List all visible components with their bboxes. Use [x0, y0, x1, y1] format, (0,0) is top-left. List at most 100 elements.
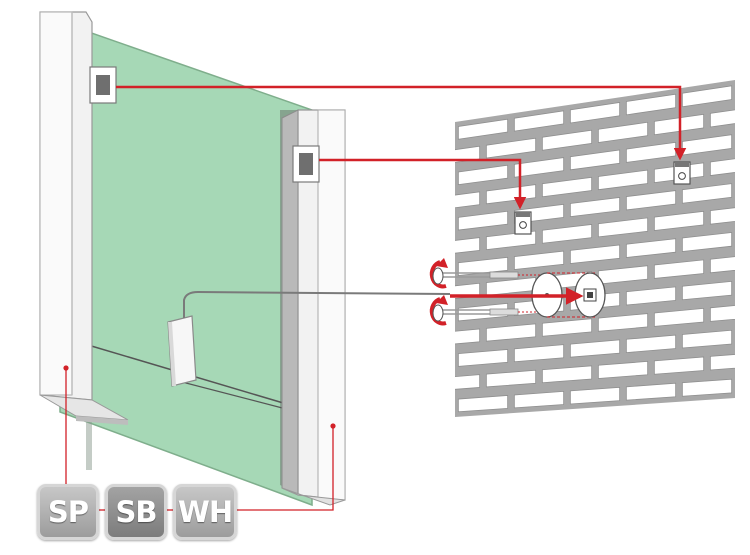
wall-bracket-icon [514, 211, 532, 235]
brick [455, 145, 481, 167]
brick [738, 276, 750, 295]
arrow-right-bracket [319, 158, 527, 210]
brick [457, 395, 509, 413]
brick [625, 93, 677, 116]
right-frame-post [281, 109, 346, 506]
brick [541, 129, 593, 151]
badge-sp-label: SP [47, 495, 89, 529]
brick [709, 155, 735, 177]
brick [653, 307, 705, 327]
brick [541, 318, 593, 337]
badge-sb: SB [105, 484, 167, 540]
rotate-arrow-icon [429, 295, 448, 326]
rotate-arrow-icon [429, 258, 448, 289]
brick-wall [402, 78, 750, 417]
brick [541, 365, 593, 384]
brick [738, 177, 750, 197]
brick [653, 356, 705, 375]
brick [625, 334, 677, 354]
wall-bracket-icon [673, 161, 691, 185]
panel-bracket-right [292, 145, 320, 183]
brick [513, 344, 565, 363]
brick [402, 218, 451, 237]
brick [597, 169, 649, 191]
screw-anchor-icon [436, 308, 545, 316]
brick [738, 375, 750, 392]
brick [455, 191, 481, 212]
brick [402, 127, 451, 147]
brick [457, 348, 509, 367]
brick [709, 204, 735, 225]
badge-sp: SP [37, 484, 99, 540]
brick [485, 323, 537, 342]
brick [485, 230, 537, 251]
brick [485, 276, 537, 296]
power-supply-box [167, 290, 451, 387]
brick [513, 157, 565, 178]
brick [625, 382, 677, 401]
brick [569, 386, 621, 405]
brick [455, 237, 481, 257]
brick [457, 210, 509, 231]
line-to-badges-right [237, 428, 334, 511]
mounting-disc-icon [574, 272, 606, 318]
brick [541, 224, 593, 244]
brick [597, 121, 649, 143]
brick [625, 238, 677, 258]
brick [569, 244, 621, 264]
badge-wh: WH [173, 484, 237, 540]
brick [681, 378, 733, 397]
brick [513, 250, 565, 270]
brick [597, 265, 649, 285]
brick [402, 173, 451, 192]
brick [597, 360, 649, 379]
brick [681, 183, 733, 204]
brick [485, 369, 537, 388]
brick [653, 259, 705, 279]
brick [681, 232, 733, 252]
badge-wh-label: WH [177, 495, 233, 529]
brick [569, 197, 621, 218]
brick [738, 326, 750, 344]
brick [597, 217, 649, 238]
brick [738, 226, 750, 245]
brick [625, 286, 677, 306]
brick [625, 141, 677, 163]
brick [513, 110, 565, 132]
brick [402, 354, 451, 371]
brick [653, 210, 705, 231]
screw-anchor-icon [436, 271, 545, 279]
brick [569, 149, 621, 171]
brick [597, 313, 649, 332]
brick [738, 127, 750, 147]
brick [738, 78, 750, 99]
brick [457, 302, 509, 322]
brick [709, 352, 735, 371]
brick [541, 176, 593, 198]
brick [709, 253, 735, 274]
brick [681, 85, 733, 108]
panel-bracket-top [89, 66, 117, 104]
brick [457, 118, 509, 140]
brick [681, 134, 733, 156]
arrow-top-bracket [116, 85, 687, 161]
brick [457, 164, 509, 186]
right-post-marker [330, 423, 336, 429]
heating-panel [39, 11, 451, 507]
brick [709, 302, 735, 322]
left-post-marker [63, 365, 69, 371]
brick [402, 400, 451, 416]
brick [455, 374, 481, 392]
badge-sb-label: SB [115, 495, 158, 529]
brick [681, 280, 733, 301]
left-frame-post [39, 11, 129, 425]
brick [625, 190, 677, 211]
brick [709, 105, 735, 128]
brick [569, 102, 621, 124]
brick [485, 137, 537, 159]
brick [513, 390, 565, 409]
brick [569, 339, 621, 358]
brick [455, 328, 481, 347]
brick [681, 329, 733, 349]
